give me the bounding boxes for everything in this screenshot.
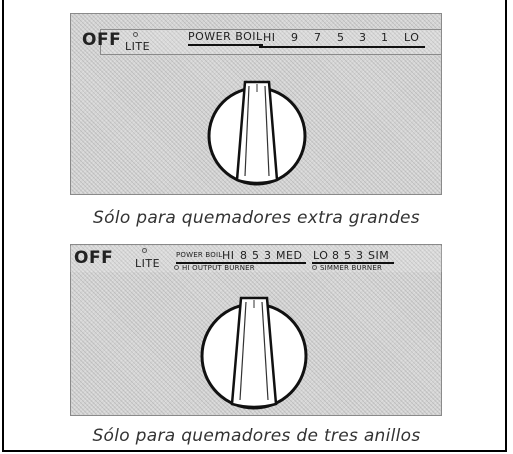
simmer-indicator-icon — [312, 265, 317, 270]
hi-setting-hi: HI — [222, 249, 235, 262]
setting-5: 5 — [337, 31, 345, 44]
caption-tri-ring-burners: Sólo para quemadores de tres anillos — [92, 426, 421, 446]
setting-lo: LO — [404, 31, 420, 44]
hi-output-burner-label: HI OUTPUT BURNER — [182, 264, 255, 272]
hi-output-indicator-icon — [174, 265, 179, 270]
control-label-strip — [100, 29, 442, 55]
lo-setting-sim: SIM — [368, 249, 390, 262]
knob-icon — [207, 80, 307, 186]
lo-setting-8: 8 — [332, 249, 340, 262]
hi-setting-8: 8 — [240, 249, 248, 262]
power-boil-label: POWER BOIL — [188, 30, 263, 46]
lite-indicator-icon — [133, 32, 138, 37]
setting-9: 9 — [291, 31, 299, 44]
knob-icon — [200, 296, 308, 410]
off-label: OFF — [82, 30, 122, 50]
setting-7: 7 — [314, 31, 322, 44]
control-label-strip — [70, 246, 442, 272]
setting-hi: HI — [263, 31, 276, 44]
lite-label: LITE — [135, 257, 161, 270]
hi-setting-5: 5 — [252, 249, 260, 262]
setting-3: 3 — [359, 31, 367, 44]
caption-extra-large-burners: Sólo para quemadores extra grandes — [93, 208, 420, 228]
simmer-burner-label: SIMMER BURNER — [320, 264, 383, 272]
lo-setting-lo: LO — [313, 249, 329, 262]
burner-knob-top[interactable] — [205, 72, 309, 190]
setting-scale-underline — [259, 46, 425, 48]
lite-label: LITE — [125, 40, 151, 53]
lo-setting-5: 5 — [344, 249, 352, 262]
hi-setting-med: MED — [276, 249, 303, 262]
setting-1: 1 — [381, 31, 389, 44]
lite-indicator-icon — [142, 248, 147, 253]
lo-setting-3: 3 — [356, 249, 364, 262]
burner-knob-bottom[interactable] — [198, 290, 310, 412]
off-label: OFF — [74, 248, 114, 268]
hi-setting-3: 3 — [264, 249, 272, 262]
power-boil-label: POWER BOIL — [176, 251, 223, 259]
simmer-scale-underline — [312, 262, 394, 264]
hi-output-scale-underline — [176, 262, 306, 264]
